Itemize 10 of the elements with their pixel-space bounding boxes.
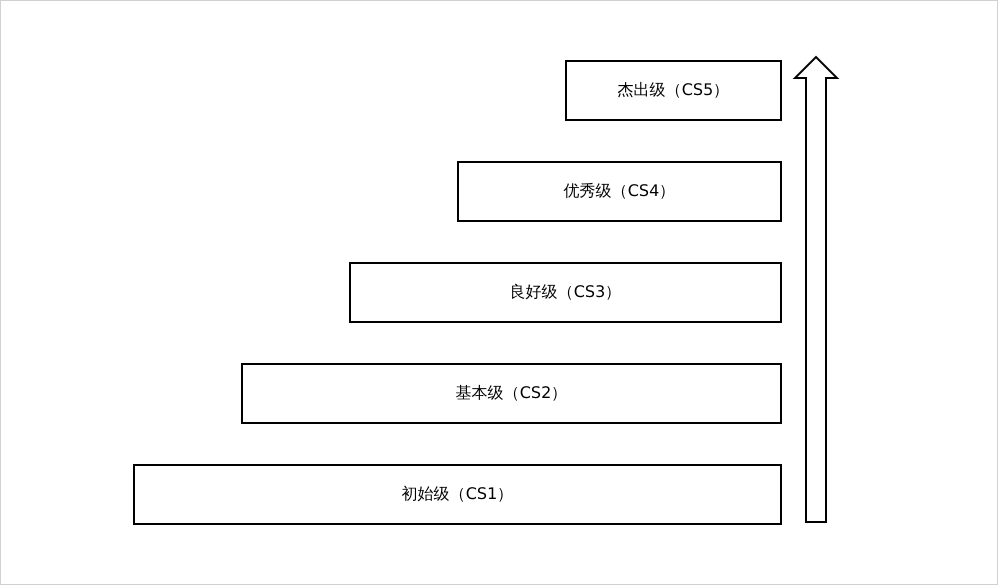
level-label: 杰出级（CS5） <box>618 80 730 101</box>
level-label: 基本级（CS2） <box>456 383 568 404</box>
level-box <box>457 161 782 222</box>
level-box <box>349 262 782 323</box>
level-label: 良好级（CS3） <box>510 282 622 303</box>
level-label: 初始级（CS1） <box>402 484 514 505</box>
level-box <box>241 363 782 424</box>
level-label: 优秀级（CS4） <box>564 181 676 202</box>
level-box <box>565 60 782 121</box>
level-box <box>133 464 782 525</box>
